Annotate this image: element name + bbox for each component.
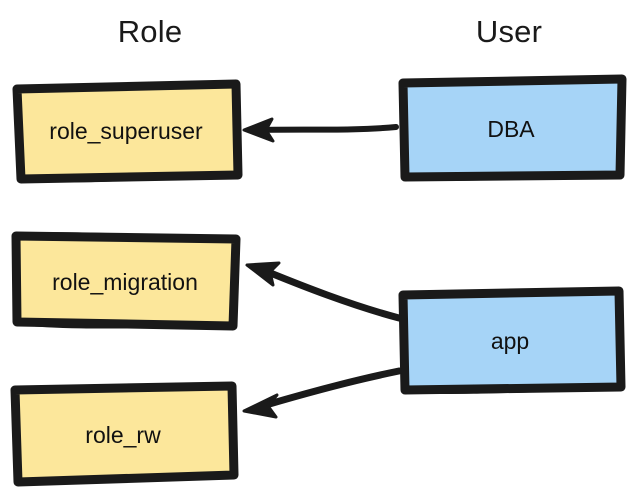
node-role-migration[interactable]: role_migration: [10, 231, 241, 333]
column-header-role: Role: [117, 14, 183, 49]
node-shape: [12, 79, 243, 184]
node-role-superuser[interactable]: role_superuser: [12, 79, 243, 184]
node-shape: [398, 286, 626, 395]
edge-dba-to-role-superuser: [242, 117, 399, 143]
node-shape: [10, 381, 239, 487]
edge-app-to-role-rw: [242, 367, 403, 419]
edge-app-to-role-migration: [245, 261, 403, 322]
column-header-user: User: [475, 14, 543, 49]
node-app[interactable]: app: [397, 286, 626, 395]
node-shape: [398, 74, 627, 182]
node-dba[interactable]: DBA: [397, 74, 627, 182]
node-shape: [11, 231, 241, 331]
node-role-rw[interactable]: role_rw: [8, 381, 239, 487]
